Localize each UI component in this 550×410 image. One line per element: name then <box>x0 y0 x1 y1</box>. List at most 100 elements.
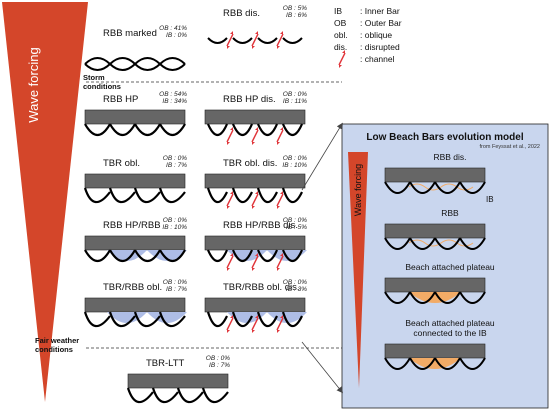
panel-ob: OB : 0% <box>283 279 307 286</box>
inset-plateau <box>409 292 461 303</box>
inset-inner-bar <box>434 291 461 304</box>
channel-arrowhead <box>255 31 258 34</box>
inset-inner-bar <box>459 291 486 304</box>
legend-desc: : disrupted <box>360 42 400 52</box>
inset-inner-bar <box>434 181 461 194</box>
inset-inner-bar <box>384 237 411 250</box>
panel-ib: IB : 3% <box>286 286 307 293</box>
legend-item: OB: Outer Bar <box>334 18 402 28</box>
channel-arrow <box>251 33 259 47</box>
inner-bar <box>257 37 278 44</box>
channel-arrowhead <box>339 65 342 68</box>
channel-arrowhead <box>252 46 255 49</box>
channel-arrow <box>338 52 346 66</box>
inset-ib-label: IB <box>486 195 494 204</box>
inset-inner-bar <box>409 237 436 250</box>
channel-arrow <box>226 129 234 143</box>
inset-stage-label: connected to the IB <box>413 328 487 338</box>
inset-wave-forcing-label: Wave forcing <box>353 164 363 216</box>
panel-ob: OB : 41% <box>159 25 187 32</box>
channel-arrowhead <box>230 31 233 34</box>
channel-arrowhead <box>227 206 230 209</box>
channel-arrowhead <box>255 315 258 318</box>
panel-ob: OB : 0% <box>206 355 230 362</box>
beach <box>204 173 306 189</box>
channel-arrow <box>276 129 284 143</box>
inset-beach <box>384 277 486 293</box>
panel-label: RBB HP <box>103 94 138 105</box>
inner-bar <box>231 187 253 204</box>
inner-bar <box>159 63 186 71</box>
inset-inner-bar <box>459 237 486 250</box>
legend-abbr: IB <box>334 6 342 16</box>
panel-tbr-obl: TBR obl.OB : 0%IB : 7% <box>83 155 187 204</box>
channel-arrowhead <box>277 330 280 333</box>
panel-label: TBR obl. <box>103 158 140 169</box>
wave-forcing-wedge <box>2 2 88 402</box>
beach <box>84 109 186 125</box>
inset-inner-bar <box>459 181 486 194</box>
inset-stage: RBB dis. <box>384 152 486 194</box>
channel-arrowhead <box>280 191 283 194</box>
channel-arrowhead <box>230 315 233 318</box>
legend-desc: : oblique <box>360 30 392 40</box>
channel-arrow <box>251 317 259 331</box>
panel-ib: IB : 11% <box>283 98 307 105</box>
inner-bar <box>134 63 161 71</box>
beach <box>84 173 186 189</box>
inset-stage-label: RBB dis. <box>433 152 466 162</box>
inner-bar <box>281 311 303 328</box>
inset-beach <box>384 167 486 183</box>
fair-line-1: Fair weather <box>35 336 79 345</box>
inset-stage-label: Beach attached plateau <box>405 318 495 328</box>
inset-inner-bar <box>384 291 411 304</box>
inset-beach <box>384 223 486 239</box>
panel-tbr-obl-dis: TBR obl. dis.OB : 0%IB : 10% <box>204 155 307 209</box>
channel-arrowhead <box>255 253 258 256</box>
legend-abbr: OB <box>334 18 347 28</box>
inner-bar <box>109 57 136 65</box>
inset-inner-bar <box>409 357 436 370</box>
inset-wedge <box>348 152 368 388</box>
inset-inner-bar <box>409 291 436 304</box>
inset-stage: RBB <box>384 208 486 250</box>
inner-bar <box>256 249 279 263</box>
beach <box>127 373 229 389</box>
inner-bar <box>84 123 111 137</box>
inner-bar <box>159 123 186 137</box>
inner-bar <box>158 187 186 204</box>
fair-line-2: conditions <box>35 345 73 354</box>
inner-bar <box>83 187 111 204</box>
inner-bar <box>231 311 253 328</box>
channel-arrowhead <box>230 127 233 130</box>
panel-label: RBB HP dis. <box>223 94 276 105</box>
panel-rbb-dis: RBB dis.OB : 5%IB : 6% <box>207 5 307 49</box>
channel-arrow <box>226 317 234 331</box>
channel-arrowhead <box>255 191 258 194</box>
storm-conditions-label: Storm conditions <box>83 73 121 91</box>
inner-bar <box>256 187 278 204</box>
inner-bar <box>256 123 279 137</box>
inset-inner-bar <box>459 357 486 370</box>
panel-ib: IB : 6% <box>286 12 307 19</box>
inset-inner-bar <box>384 181 411 194</box>
channel-arrowhead <box>227 46 230 49</box>
inset-inner-bar <box>434 237 461 250</box>
panel-ob: OB : 0% <box>163 217 187 224</box>
inset-plateau <box>409 358 461 369</box>
inner-bar <box>159 249 186 263</box>
inner-bar <box>126 387 154 404</box>
channel-arrowhead <box>277 46 280 49</box>
inset-inner-bar <box>434 357 461 370</box>
channel-arrow <box>276 255 284 269</box>
legend-abbr: obl. <box>334 30 348 40</box>
channel-arrowhead <box>227 268 230 271</box>
channel-arrowhead <box>280 127 283 130</box>
